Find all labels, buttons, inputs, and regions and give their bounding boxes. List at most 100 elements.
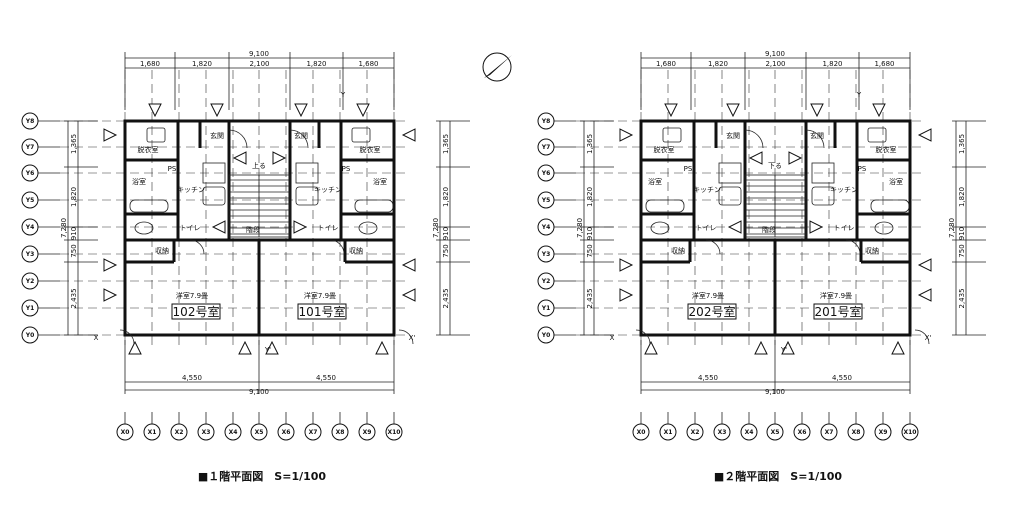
window-marker-icon xyxy=(619,258,634,272)
axis-bubble xyxy=(537,326,555,344)
room-label-kitchen-l: キッチン xyxy=(693,186,721,194)
dimension-side: 2,435 xyxy=(70,288,78,308)
bathtub xyxy=(870,199,910,213)
window-marker-icon xyxy=(788,151,803,165)
axis-label-y: Y5 xyxy=(541,197,551,204)
room-label-storage-r: 収納 xyxy=(865,246,879,255)
axis-bubble xyxy=(21,245,39,263)
room-label-storage-l: 収納 xyxy=(671,246,685,255)
window-marker-icon xyxy=(401,258,416,272)
dimension-total-depth: 7,280 xyxy=(432,218,440,238)
room-label-storage-l: 収納 xyxy=(155,246,169,255)
room-label-stair-dir: 上る xyxy=(252,161,266,170)
window-marker-icon xyxy=(103,128,118,142)
axis-bubble xyxy=(21,326,39,344)
dimension-side: 750 xyxy=(586,244,594,257)
room-label-entry-r: 玄関 xyxy=(294,131,308,140)
unit-number: 202号室 xyxy=(689,304,736,319)
dimension-bottom: 4,550 xyxy=(698,374,718,382)
axis-bubble xyxy=(686,423,704,441)
window-marker-icon xyxy=(664,103,678,118)
axis-label-x: X5 xyxy=(255,429,264,436)
axis-bubble xyxy=(197,423,215,441)
axis-bubble xyxy=(820,423,838,441)
axis-bubble xyxy=(224,423,242,441)
washbasin xyxy=(351,127,371,143)
staircase xyxy=(744,174,807,238)
cooktop xyxy=(718,162,742,184)
north-arrow-needle xyxy=(484,55,512,78)
dimension-top: 2,100 xyxy=(249,60,269,68)
bathtub xyxy=(645,199,685,213)
room-label-kitchen-r: キッチン xyxy=(830,186,858,194)
bathtub xyxy=(354,199,394,213)
axis-bubble xyxy=(331,423,349,441)
bathtub xyxy=(129,199,169,213)
unit-number: 101号室 xyxy=(299,304,346,319)
window-marker-icon xyxy=(810,103,824,118)
window-marker-icon xyxy=(748,151,763,165)
dimension-total-width: 9,100 xyxy=(249,50,269,58)
room-label-dressing-r: 脱衣室 xyxy=(360,145,381,154)
room-label-western-l: 洋室7.9畳 xyxy=(176,291,208,300)
room-label-western-l: 洋室7.9畳 xyxy=(692,291,724,300)
axis-bubble xyxy=(537,218,555,236)
section-mark: Y' xyxy=(780,346,787,354)
axis-bubble xyxy=(385,423,403,441)
axis-bubble xyxy=(659,423,677,441)
axis-label-y: Y8 xyxy=(541,118,551,125)
dimension-side: 1,820 xyxy=(442,187,450,207)
axis-label-x: X8 xyxy=(336,429,345,436)
unit-number-box xyxy=(297,303,347,320)
dimension-bottom: 4,550 xyxy=(182,374,202,382)
room-label-toilet-l: トイレ xyxy=(696,224,717,232)
axis-label-x: X6 xyxy=(282,429,291,436)
unit-number: 102号室 xyxy=(173,304,220,319)
window-marker-icon xyxy=(644,340,658,355)
staircase xyxy=(228,174,291,238)
room-label-toilet-r: トイレ xyxy=(318,224,339,232)
window-marker-icon xyxy=(917,288,932,302)
room-label-dressing-l: 脱衣室 xyxy=(654,145,675,154)
axis-label-x: X10 xyxy=(388,429,401,436)
kitchen-sink xyxy=(295,186,319,206)
plan-caption: ■２階平面図 S=1/100 xyxy=(714,469,843,483)
toilet xyxy=(874,221,894,235)
dimension-total-depth: 7,280 xyxy=(60,218,68,238)
axis-bubble xyxy=(793,423,811,441)
dimension-top: 1,820 xyxy=(822,60,842,68)
dimension-side: 1,820 xyxy=(958,187,966,207)
window-marker-icon xyxy=(917,258,932,272)
dimension-side: 910 xyxy=(958,227,966,240)
window-marker-icon xyxy=(619,288,634,302)
room-label-toilet-r: トイレ xyxy=(834,224,855,232)
unit-number-box xyxy=(171,303,221,320)
axis-label-x: X8 xyxy=(852,429,861,436)
section-mark: Y xyxy=(856,91,862,99)
room-label-storage-r: 収納 xyxy=(349,246,363,255)
axis-bubble xyxy=(170,423,188,441)
dimension-top: 1,820 xyxy=(192,60,212,68)
unit-number: 201号室 xyxy=(815,304,862,319)
dimension-top: 1,680 xyxy=(874,60,894,68)
axis-label-y: Y0 xyxy=(25,332,35,339)
axis-label-y: Y6 xyxy=(541,170,551,177)
dimension-side: 1,820 xyxy=(70,187,78,207)
axis-label-x: X7 xyxy=(309,429,318,436)
window-marker-icon xyxy=(128,340,142,355)
toilet xyxy=(650,221,670,235)
room-label-ps-r: PS xyxy=(858,165,867,173)
unit-number-box xyxy=(687,303,737,320)
axis-bubble xyxy=(21,272,39,290)
dimension-top: 1,680 xyxy=(656,60,676,68)
axis-bubble xyxy=(21,191,39,209)
window-marker-icon xyxy=(754,340,768,355)
axis-bubble xyxy=(116,423,134,441)
cooktop xyxy=(202,162,226,184)
window-marker-icon xyxy=(872,103,886,118)
section-mark: Y xyxy=(340,91,346,99)
door-swing xyxy=(189,239,205,255)
window-marker-icon xyxy=(917,128,932,142)
axis-label-x: X1 xyxy=(664,429,673,436)
dimension-top: 2,100 xyxy=(765,60,785,68)
